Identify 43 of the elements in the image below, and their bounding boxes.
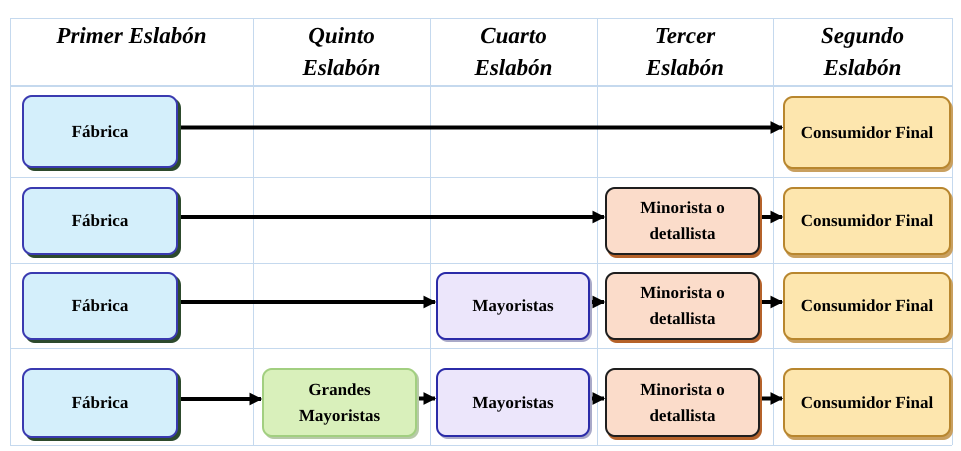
process-box	[262, 368, 417, 437]
box-label: Consumidor Final	[800, 122, 934, 144]
arrow	[418, 392, 436, 405]
process-box	[22, 95, 178, 168]
box-label: Minorista o detallista	[639, 197, 726, 245]
column-header: Tercer Eslabón	[644, 22, 725, 82]
process-box	[783, 187, 951, 255]
box-label: Consumidor Final	[800, 295, 934, 317]
box-label: Grandes Mayoristas	[298, 378, 382, 427]
box-label: Mayoristas	[472, 392, 554, 414]
box-label: Fábrica	[72, 295, 128, 317]
column-header: Cuarto Eslabón	[473, 22, 554, 82]
process-box	[22, 368, 178, 438]
arrow	[179, 392, 262, 406]
arrow	[179, 210, 606, 224]
process-box	[783, 368, 951, 437]
process-box	[783, 272, 951, 340]
box-label: Fábrica	[72, 120, 128, 142]
process-box	[436, 272, 590, 340]
box-label: Minorista o detallista	[639, 282, 726, 330]
process-box	[22, 272, 178, 340]
box-label: Consumidor Final	[800, 392, 934, 414]
process-box	[605, 187, 760, 255]
box-label: Minorista o detallista	[639, 378, 726, 426]
arrow	[761, 210, 784, 224]
arrow	[591, 296, 606, 308]
arrow	[591, 392, 606, 405]
column-header: Segundo Eslabón	[820, 22, 906, 82]
process-box	[783, 96, 951, 169]
arrow	[179, 296, 436, 308]
box-label: Mayoristas	[472, 295, 554, 317]
arrow	[761, 296, 784, 308]
process-box	[436, 368, 590, 437]
process-box	[22, 187, 178, 255]
box-label: Fábrica	[72, 392, 128, 414]
box-label: Consumidor Final	[800, 210, 934, 232]
arrow	[179, 121, 784, 134]
process-box	[605, 368, 760, 437]
process-box	[605, 272, 760, 340]
box-label: Fábrica	[72, 210, 128, 232]
column-header: Quinto Eslabón	[301, 22, 382, 82]
arrow	[761, 392, 784, 405]
column-header: Primer Eslabón	[55, 22, 208, 50]
